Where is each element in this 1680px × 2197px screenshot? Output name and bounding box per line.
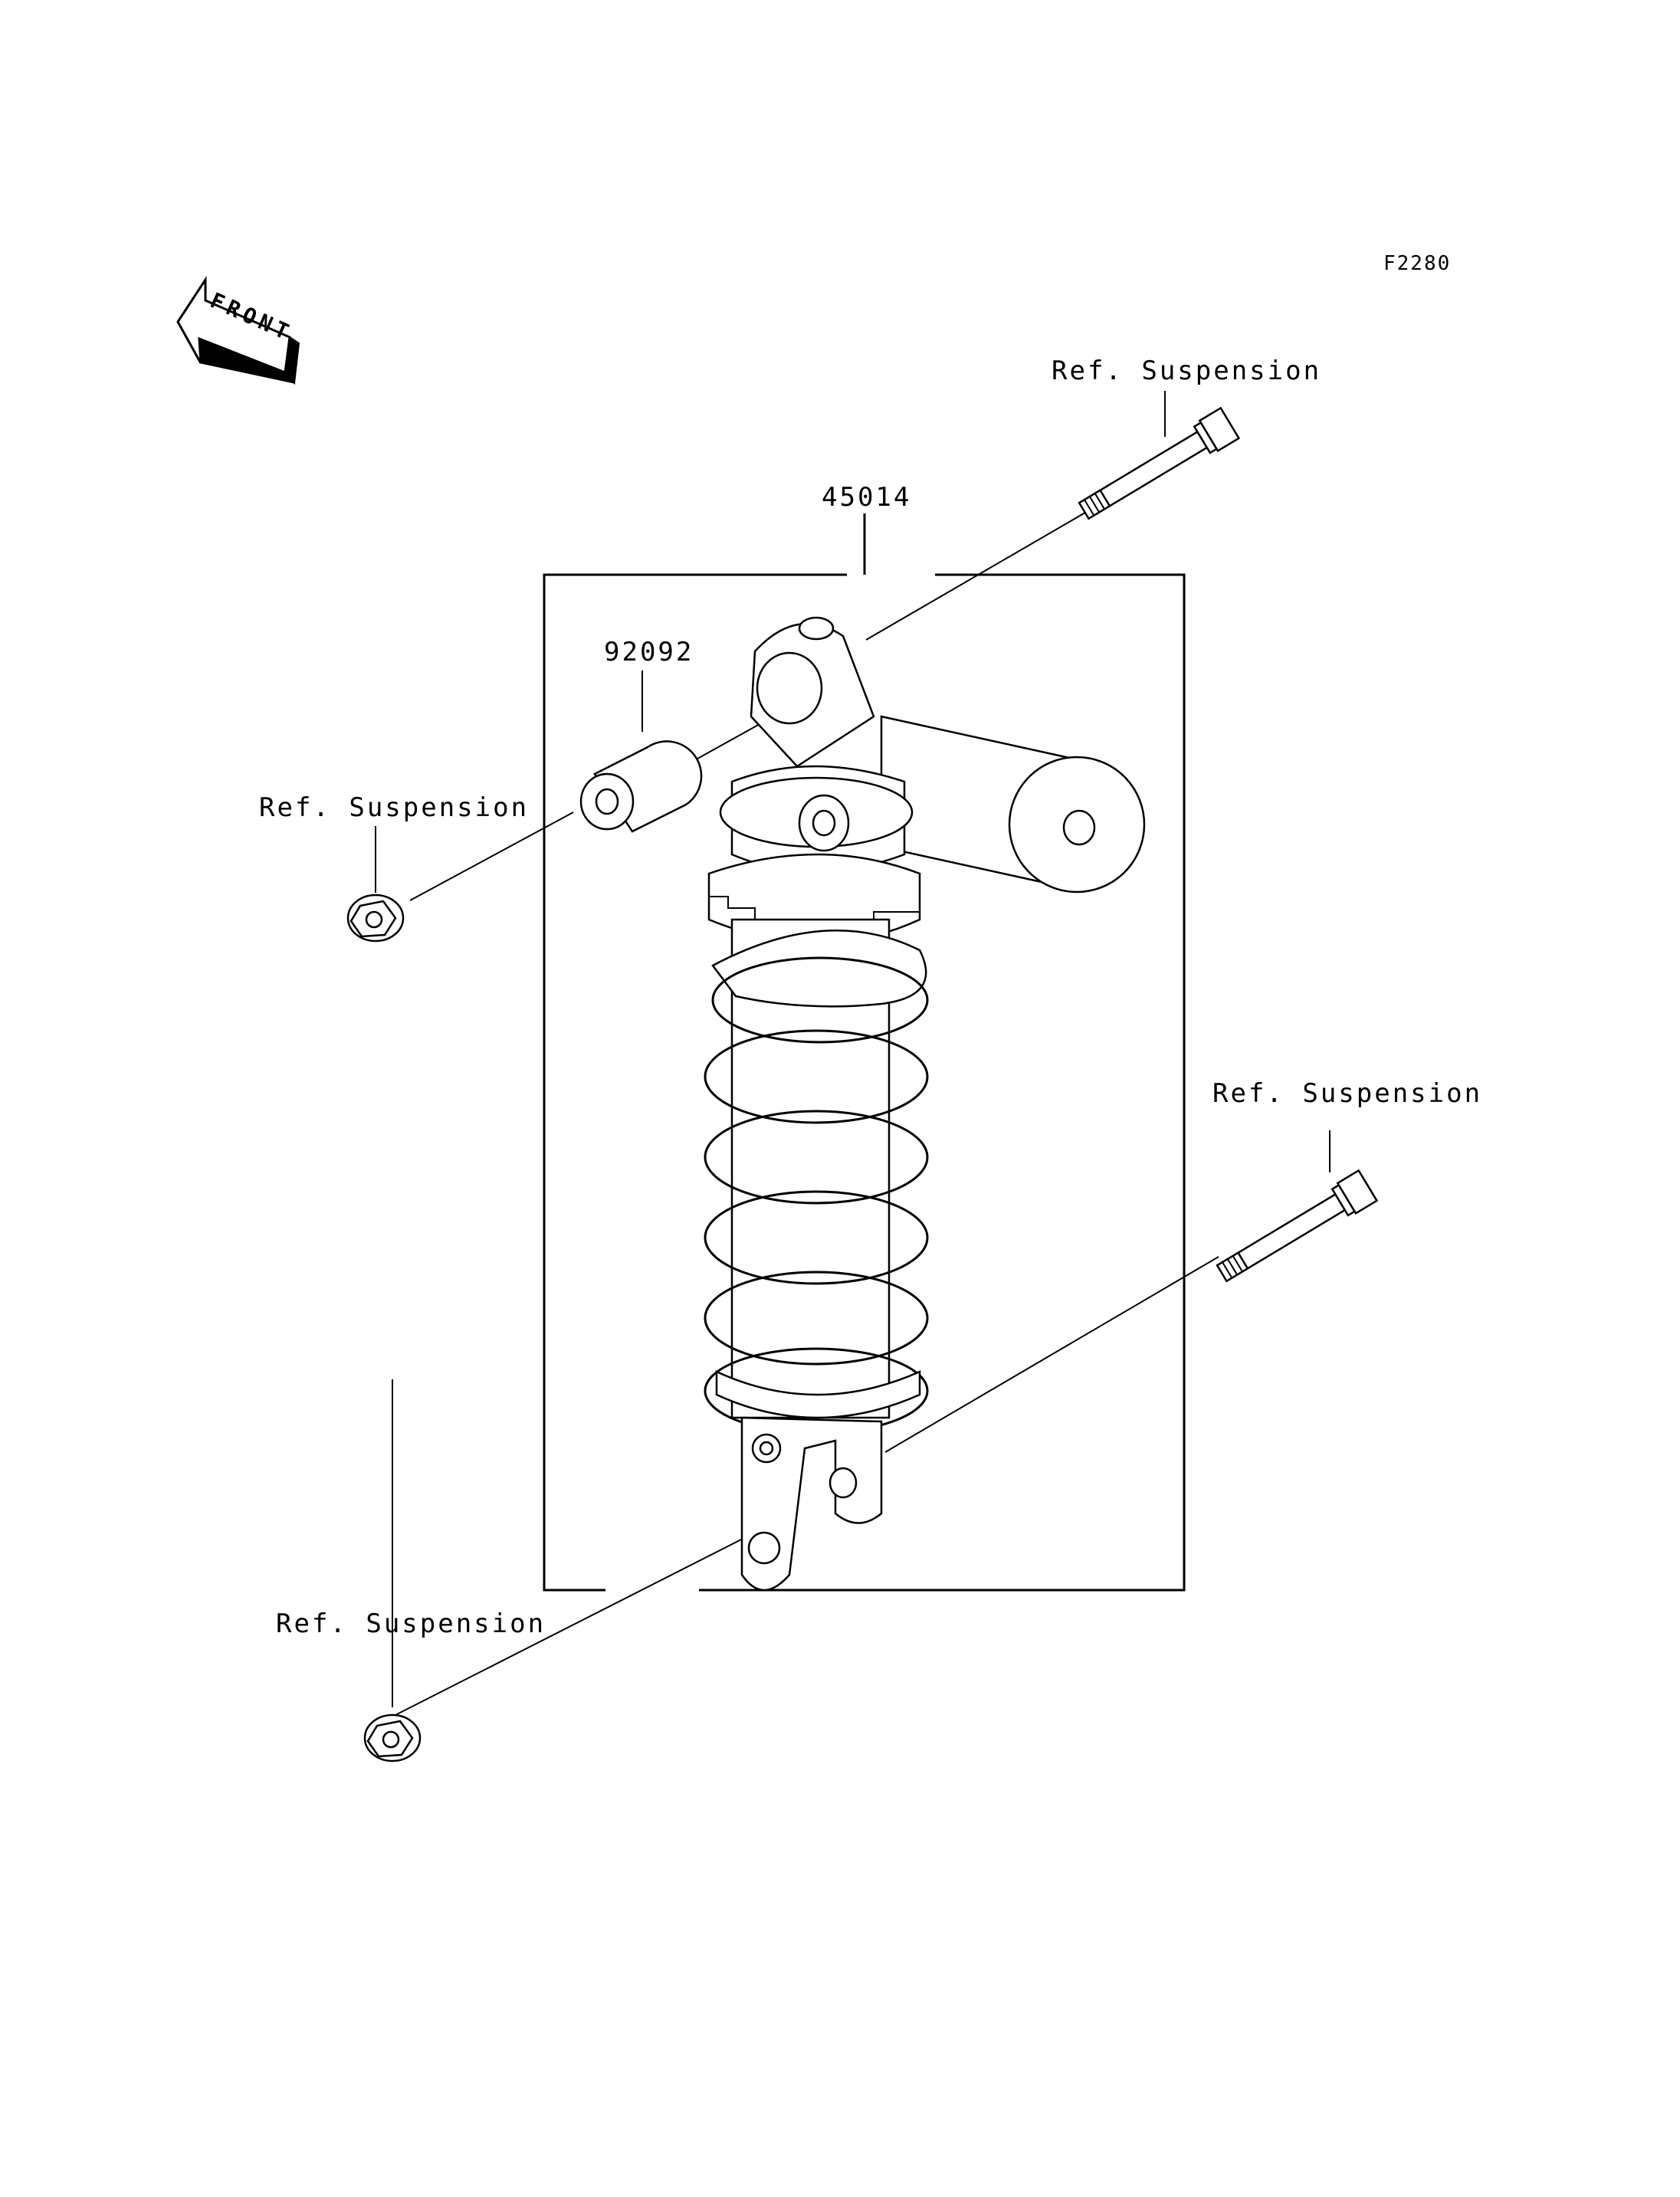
ref-label-lower-bolt: Ref. Suspension — [1212, 1078, 1482, 1109]
spring — [704, 930, 929, 1435]
part-number-45014: 45014 — [822, 482, 911, 513]
ref-label-upper-nut: Ref. Suspension — [259, 792, 529, 823]
lower-nut — [363, 1713, 422, 1763]
upper-nut — [346, 894, 405, 943]
upper-bolt — [1078, 406, 1241, 520]
part-number-92092: 92092 — [604, 637, 694, 667]
front-arrow-icon: FRONT — [176, 275, 300, 385]
ref-label-upper-bolt: Ref. Suspension — [1052, 356, 1321, 386]
collar-92092 — [579, 740, 703, 833]
lower-bolt — [1216, 1169, 1379, 1283]
figure-code: F2280 — [1383, 252, 1451, 275]
shock-absorber-45014 — [704, 616, 1146, 1592]
assembly-axis-lines — [392, 501, 1219, 1717]
leader-lines — [375, 391, 1331, 1707]
ref-label-lower-nut: Ref. Suspension — [276, 1608, 546, 1639]
